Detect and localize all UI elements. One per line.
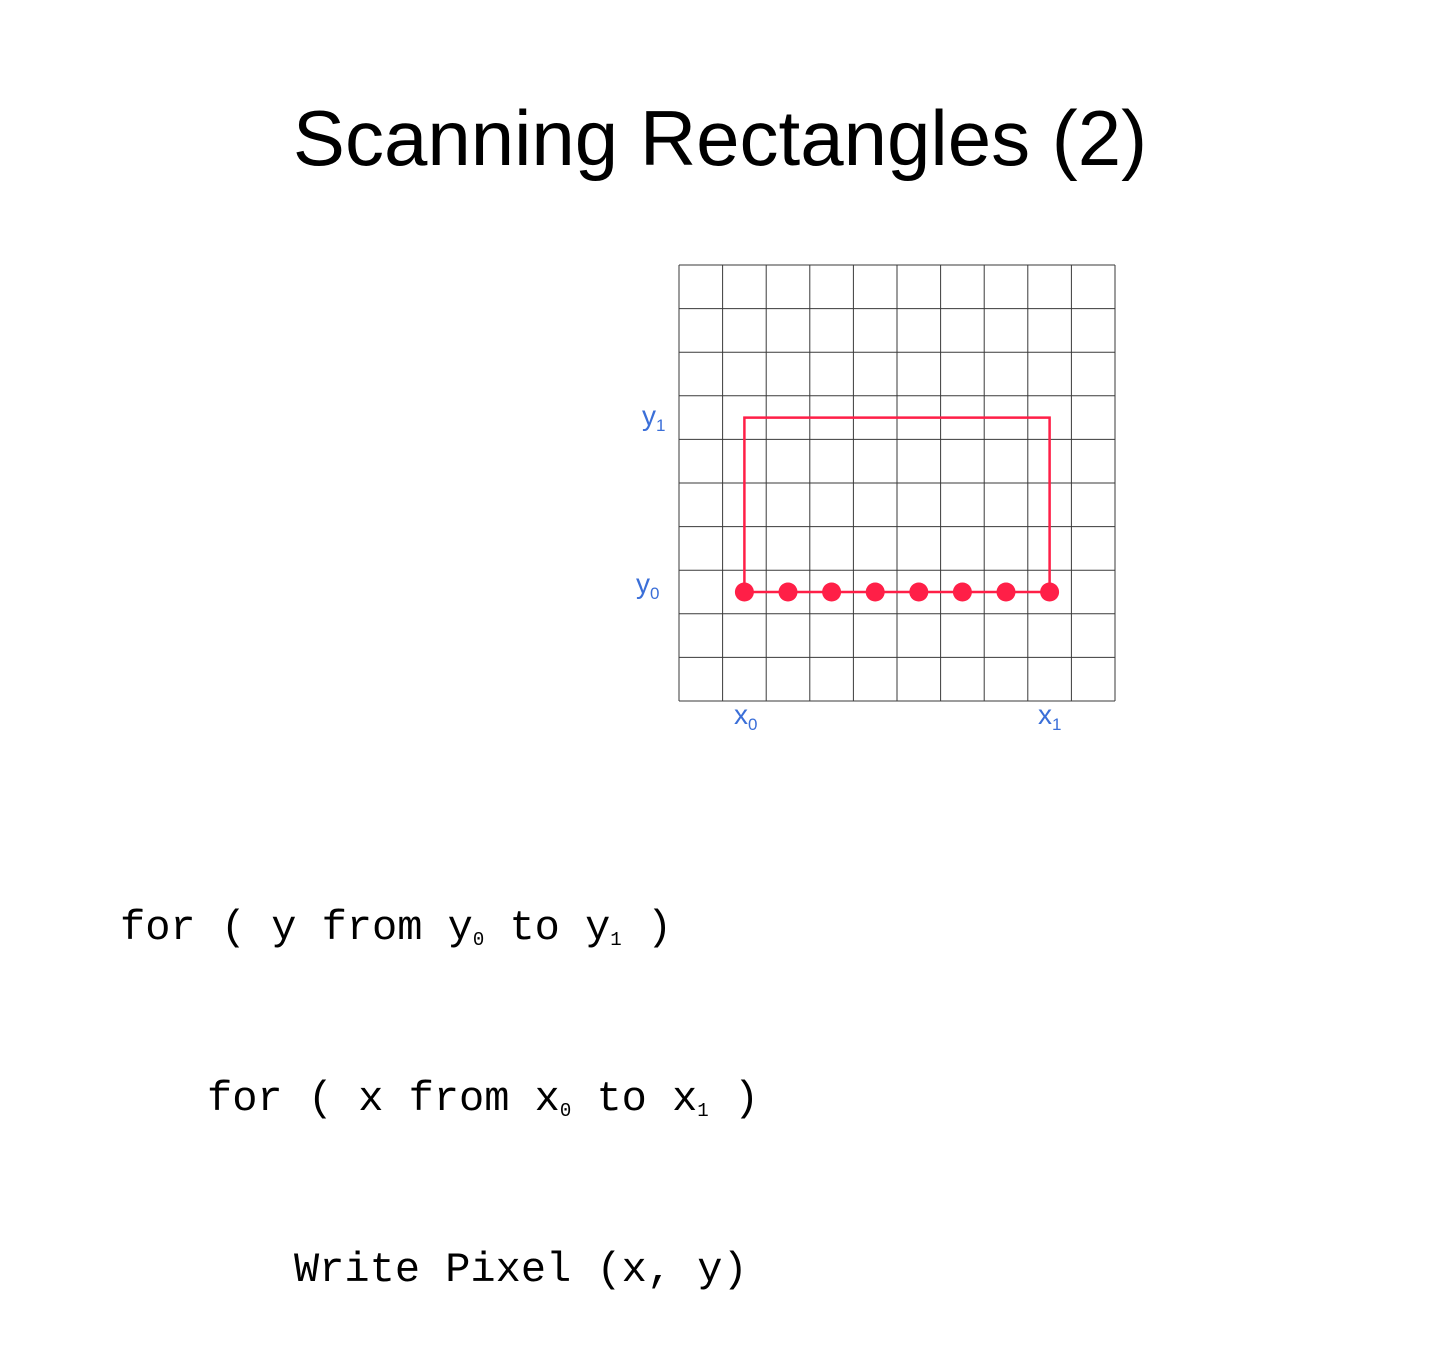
pixel-dot: [952, 582, 972, 602]
label-y1: y1: [642, 400, 665, 435]
pixel-dot: [996, 582, 1016, 602]
pixel-grid: [678, 264, 1116, 702]
label-x1: x1: [1038, 699, 1061, 734]
label-x0: x0: [734, 699, 757, 734]
rectangle-scan-diagram: y1 y0 x0 x1: [620, 250, 1140, 750]
code-line-write-pixel: Write Pixel (x, y): [294, 1246, 748, 1294]
rectangle-outline: [743, 416, 1051, 592]
code-line-inner-loop: for ( x from x0 to x1 ): [207, 1075, 760, 1123]
pixel-dots: [734, 582, 1060, 602]
pixel-dot: [778, 582, 798, 602]
pixel-dot: [909, 582, 929, 602]
pixel-dot: [734, 582, 754, 602]
pixel-dot: [1040, 582, 1060, 602]
slide-title: Scanning Rectangles (2): [292, 94, 1148, 182]
pixel-dot: [822, 582, 842, 602]
code-line-outer-loop: for ( y from y0 to y1 ): [120, 904, 673, 952]
pseudocode-block: for ( y from y0 to y1 ) for ( x from x0 …: [120, 800, 759, 1361]
rectangle-outline-path: [743, 416, 1051, 592]
pixel-dot: [865, 582, 885, 602]
grid-svg: y1 y0 x0 x1: [636, 264, 1116, 734]
label-y0: y0: [636, 568, 659, 603]
